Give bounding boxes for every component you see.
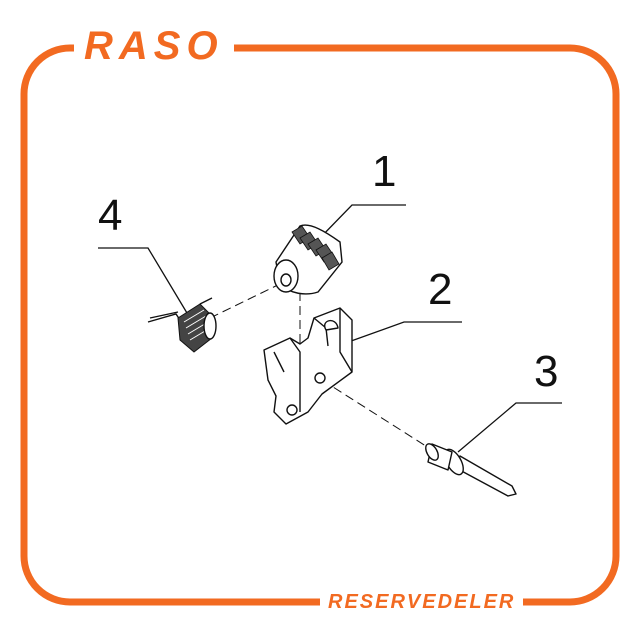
assembly-axes xyxy=(209,281,441,456)
torsion-spring-part xyxy=(147,297,217,353)
leader-lines xyxy=(98,204,562,453)
worm-roller-part xyxy=(273,224,343,295)
callout-number-4: 4 xyxy=(98,191,123,240)
callout-number-2: 2 xyxy=(428,265,453,314)
brand-logo: RASO xyxy=(74,26,234,66)
brand-footer-text: RESERVEDELER xyxy=(320,590,524,614)
leader-line-1 xyxy=(317,204,406,241)
bracket-part xyxy=(263,307,353,425)
leader-line-3 xyxy=(457,402,562,453)
leader-line-2 xyxy=(339,321,462,346)
callout-number-3: 3 xyxy=(534,347,559,396)
leader-line-4 xyxy=(98,247,191,319)
callout-number-1: 1 xyxy=(372,147,397,196)
blind-rivet-part xyxy=(425,443,517,497)
